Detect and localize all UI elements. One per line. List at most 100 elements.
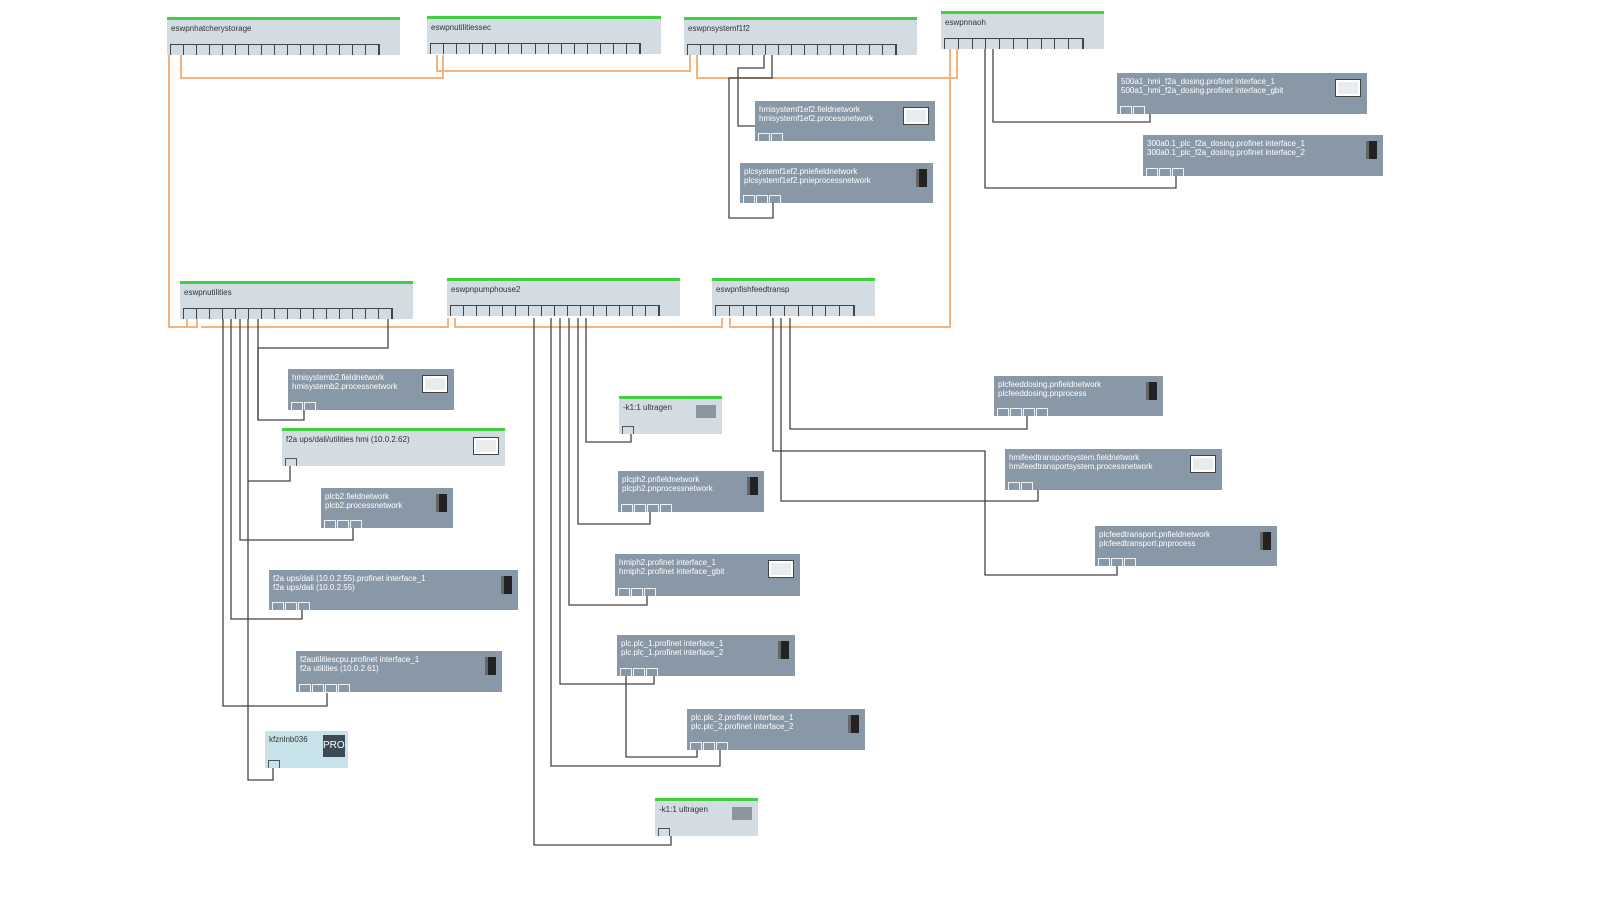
device-port[interactable]: [268, 760, 280, 768]
switch-port[interactable]: [826, 306, 841, 316]
switch-port[interactable]: [753, 45, 766, 55]
device-port[interactable]: [622, 426, 634, 434]
switch-port[interactable]: [509, 44, 523, 54]
device-port[interactable]: [312, 684, 324, 692]
device-port[interactable]: [647, 504, 659, 512]
device-port[interactable]: [350, 520, 362, 528]
device-port[interactable]: [660, 504, 672, 512]
switch-port[interactable]: [301, 309, 314, 319]
device-port[interactable]: [1172, 168, 1184, 176]
switch-port[interactable]: [857, 45, 870, 55]
switch-port[interactable]: [757, 306, 772, 316]
switch-port[interactable]: [601, 44, 614, 54]
switch-port[interactable]: [536, 44, 549, 54]
switch-port[interactable]: [327, 45, 340, 55]
device-port[interactable]: [1008, 482, 1020, 490]
switch-port[interactable]: [744, 306, 758, 316]
switch-port[interactable]: [714, 45, 727, 55]
switch-port[interactable]: [771, 306, 785, 316]
switch-port[interactable]: [779, 45, 792, 55]
device-node[interactable]: 300a0.1_plc_f2a_dosing.profinet interfac…: [1143, 135, 1383, 176]
switch-port[interactable]: [444, 44, 458, 54]
device-port[interactable]: [997, 408, 1009, 416]
device-node[interactable]: f2a ups/dali/utilities hmi (10.0.2.62): [282, 428, 505, 466]
switch-port[interactable]: [945, 39, 959, 49]
switch-port[interactable]: [275, 45, 288, 55]
switch-port[interactable]: [503, 306, 516, 316]
switch-port[interactable]: [883, 45, 896, 55]
switch-port[interactable]: [575, 44, 588, 54]
switch-port[interactable]: [818, 45, 831, 55]
switch-port[interactable]: [688, 45, 701, 55]
device-port[interactable]: [771, 133, 783, 141]
device-port[interactable]: [1120, 106, 1132, 114]
switch-port[interactable]: [223, 45, 236, 55]
switch-port[interactable]: [831, 45, 844, 55]
switch-port[interactable]: [366, 45, 379, 55]
switch-port[interactable]: [785, 306, 799, 316]
device-port[interactable]: [338, 684, 350, 692]
switch-port[interactable]: [1069, 39, 1083, 49]
device-port[interactable]: [1111, 558, 1123, 566]
switch-port[interactable]: [262, 45, 275, 55]
switch-port[interactable]: [353, 309, 366, 319]
switch-port[interactable]: [490, 306, 503, 316]
switch-eswpnutilities[interactable]: eswpnutilities: [180, 281, 413, 319]
device-port[interactable]: [1010, 408, 1022, 416]
device-port[interactable]: [1133, 106, 1145, 114]
switch-port[interactable]: [1000, 39, 1014, 49]
switch-port[interactable]: [197, 309, 210, 319]
device-port[interactable]: [703, 742, 715, 750]
switch-port[interactable]: [249, 45, 262, 55]
switch-eswpnnaoh[interactable]: eswpnnaoh: [941, 11, 1104, 49]
switch-port[interactable]: [792, 45, 805, 55]
switch-port[interactable]: [620, 306, 633, 316]
switch-port[interactable]: [477, 306, 490, 316]
switch-port[interactable]: [555, 306, 568, 316]
device-port[interactable]: [337, 520, 349, 528]
switch-port[interactable]: [483, 44, 497, 54]
switch-port[interactable]: [614, 44, 627, 54]
switch-port[interactable]: [379, 309, 392, 319]
device-node[interactable]: f2a ups/dali (10.0.2.55).profinet interf…: [269, 570, 518, 610]
switch-port[interactable]: [314, 309, 327, 319]
switch-eswpnsystemf1f2[interactable]: eswpnsystemf1f2: [684, 17, 917, 55]
device-port[interactable]: [1146, 168, 1158, 176]
device-port[interactable]: [644, 588, 656, 596]
switch-port[interactable]: [549, 44, 562, 54]
device-port[interactable]: [618, 588, 630, 596]
switch-eswpnfishfeedtransp[interactable]: eswpnfishfeedtransp: [712, 278, 875, 316]
switch-port[interactable]: [986, 39, 1001, 49]
switch-port[interactable]: [701, 45, 714, 55]
device-port[interactable]: [304, 402, 316, 410]
device-node[interactable]: 500a1_hmi_f2a_dosing.profinet interface_…: [1117, 73, 1367, 114]
device-port[interactable]: [1159, 168, 1171, 176]
device-port[interactable]: [621, 504, 633, 512]
switch-port[interactable]: [766, 45, 779, 55]
device-port[interactable]: [285, 602, 297, 610]
switch-port[interactable]: [568, 306, 581, 316]
switch-port[interactable]: [353, 45, 366, 55]
device-port[interactable]: [325, 684, 337, 692]
switch-port[interactable]: [594, 306, 607, 316]
device-port[interactable]: [1036, 408, 1048, 416]
switch-port[interactable]: [716, 306, 730, 316]
device-port[interactable]: [690, 742, 702, 750]
switch-port[interactable]: [529, 306, 542, 316]
switch-port[interactable]: [223, 309, 236, 319]
switch-port[interactable]: [288, 309, 301, 319]
switch-port[interactable]: [973, 39, 987, 49]
switch-port[interactable]: [607, 306, 620, 316]
device-port[interactable]: [1021, 482, 1033, 490]
switch-port[interactable]: [496, 44, 510, 54]
switch-port[interactable]: [805, 45, 818, 55]
switch-port[interactable]: [184, 309, 197, 319]
switch-port[interactable]: [249, 309, 262, 319]
switch-port[interactable]: [870, 45, 883, 55]
